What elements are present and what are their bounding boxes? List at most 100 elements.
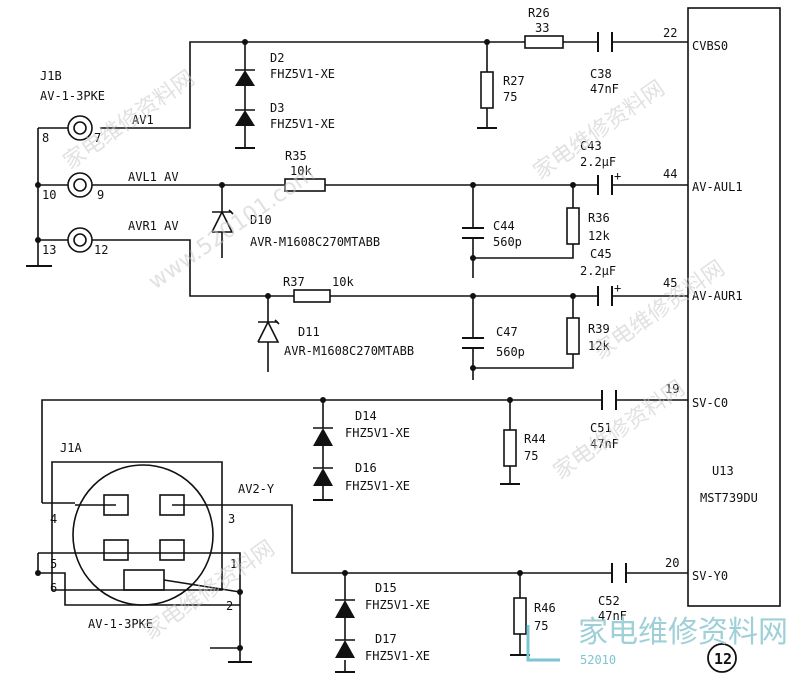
c38-value: 47nF [590, 82, 619, 96]
resistor-r39 [566, 317, 580, 355]
pin-44-number: 44 [663, 167, 677, 181]
resistor-r36 [566, 207, 580, 245]
watermark-logo: 家电维修资料网 52010 [526, 615, 788, 667]
resistor-r35 [284, 178, 326, 192]
varistor-d11 [257, 320, 280, 343]
c47-value: 560p [496, 345, 525, 359]
ic-part-number: MST739DU [700, 491, 758, 505]
watermark-layer: 家电维修资料网 www.520101.com 家电维修资料网 家电维修资料网 家… [59, 66, 788, 667]
r37-value: 10k [332, 275, 354, 289]
svg-text:+: + [614, 169, 621, 183]
j1a-part: AV-1-3PKE [88, 617, 153, 631]
j1a-body [51, 461, 223, 591]
pin-22-name: CVBS0 [692, 39, 728, 53]
svg-text:52010: 52010 [580, 653, 616, 667]
zener-d3 [235, 110, 255, 126]
d2-value: FHZ5V1-XE [270, 67, 335, 81]
svg-text:7: 7 [94, 131, 101, 145]
cvbs-circuit: R26 33 C38 47nF R27 75 D2 FHZ5V1-XE D3 F… [100, 6, 688, 149]
c45-value: 2.2μF [580, 264, 616, 278]
svg-text:13: 13 [42, 243, 56, 257]
d15-value: FHZ5V1-XE [365, 598, 430, 612]
resistor-r27 [480, 71, 494, 109]
pin-20-name: SV-Y0 [692, 569, 728, 583]
svg-text:家电维修资料网: 家电维修资料网 [549, 376, 690, 485]
connector-j1b: J1B AV-1-3PKE 8 7 10 9 13 12 AV1 AVL1 AV… [26, 69, 179, 267]
svg-text:1: 1 [230, 557, 237, 571]
d16-ref: D16 [355, 461, 377, 475]
svg-text:家电维修资料网: 家电维修资料网 [59, 66, 200, 175]
zener-d16 [313, 468, 333, 486]
r46-value: 75 [534, 619, 548, 633]
pin-45-number: 45 [663, 276, 677, 290]
r26-ref: R26 [528, 6, 550, 20]
zener-d17 [335, 640, 355, 658]
svideo-chroma-circuit: C51 47nF D14 FHZ5V1-XE D16 FHZ5V1-XE R44… [41, 390, 688, 504]
resistor-r26 [524, 35, 564, 49]
svg-text:12: 12 [94, 243, 108, 257]
j1b-part: AV-1-3PKE [40, 89, 105, 103]
resistor-r46 [513, 597, 527, 635]
resistor-r44 [503, 429, 517, 467]
resistor-r37 [293, 289, 331, 303]
r35-ref: R35 [285, 149, 307, 163]
d2-ref: D2 [270, 51, 284, 65]
d10-value: AVR-M1608C270MTABB [250, 235, 380, 249]
audio-left-circuit: R35 10k D10 AVR-M1608C270MTABB C44 560p … [92, 139, 688, 278]
j1b-ref: J1B [40, 69, 62, 83]
svg-text:9: 9 [97, 188, 104, 202]
d14-ref: D14 [355, 409, 377, 423]
d11-value: AVR-M1608C270MTABB [284, 344, 414, 358]
r36-ref: R36 [588, 211, 610, 225]
d16-value: FHZ5V1-XE [345, 479, 410, 493]
c51-ref: C51 [590, 421, 612, 435]
ic-body [687, 7, 781, 607]
c44-value: 560p [493, 235, 522, 249]
d3-ref: D3 [270, 101, 284, 115]
svg-text:2: 2 [226, 599, 233, 613]
r27-ref: R27 [503, 74, 525, 88]
svg-text:+: + [614, 281, 621, 295]
net-av2y: AV2-Y [238, 482, 275, 496]
pin-19-number: 19 [665, 382, 679, 396]
j1a-ref: J1A [60, 441, 82, 455]
varistor-d10 [211, 210, 234, 233]
svideo-luma-circuit: C52 47nF D15 FHZ5V1-XE D17 FHZ5V1-XE R46… [222, 504, 688, 673]
c38-ref: C38 [590, 67, 612, 81]
d14-value: FHZ5V1-XE [345, 426, 410, 440]
c52-ref: C52 [598, 594, 620, 608]
svg-text:8: 8 [42, 131, 49, 145]
svg-text:6: 6 [50, 581, 57, 595]
d3-value: FHZ5V1-XE [270, 117, 335, 131]
r37-ref: R37 [283, 275, 305, 289]
connector-j1a: J1A 4 3 5 1 6 2 AV-1-3PKE AV2-Y [35, 441, 275, 663]
pin-44-name: AV-AUL1 [692, 180, 743, 194]
zener-d2 [235, 70, 255, 86]
c44-ref: C44 [493, 219, 515, 233]
pin-20-number: 20 [665, 556, 679, 570]
c45-ref: C45 [590, 247, 612, 261]
ic-designator: U13 [712, 464, 734, 478]
d11-ref: D11 [298, 325, 320, 339]
c52-value: 47nF [598, 609, 627, 623]
svg-text:4: 4 [50, 512, 57, 526]
svg-text:5: 5 [50, 557, 57, 571]
net-avl1: AVL1 AV [128, 170, 179, 184]
r27-value: 75 [503, 90, 517, 104]
pin-22-number: 22 [663, 26, 677, 40]
ic-u13: U13 MST739DU 22 CVBS0 44 AV-AUL1 45 AV-A… [663, 7, 781, 673]
r26-value: 33 [535, 21, 549, 35]
r44-value: 75 [524, 449, 538, 463]
c47-ref: C47 [496, 325, 518, 339]
c43-ref: C43 [580, 139, 602, 153]
circle-number-badge: 12 [707, 643, 737, 673]
zener-d14 [313, 428, 333, 446]
pin-45-name: AV-AUR1 [692, 289, 743, 303]
wire-av1 [100, 41, 525, 129]
svg-text:家电维修资料网: 家电维修资料网 [578, 615, 788, 650]
svg-text:12: 12 [714, 650, 732, 668]
c43-value: 2.2μF [580, 155, 616, 169]
net-av1: AV1 [132, 113, 154, 127]
pin-19-name: SV-C0 [692, 396, 728, 410]
